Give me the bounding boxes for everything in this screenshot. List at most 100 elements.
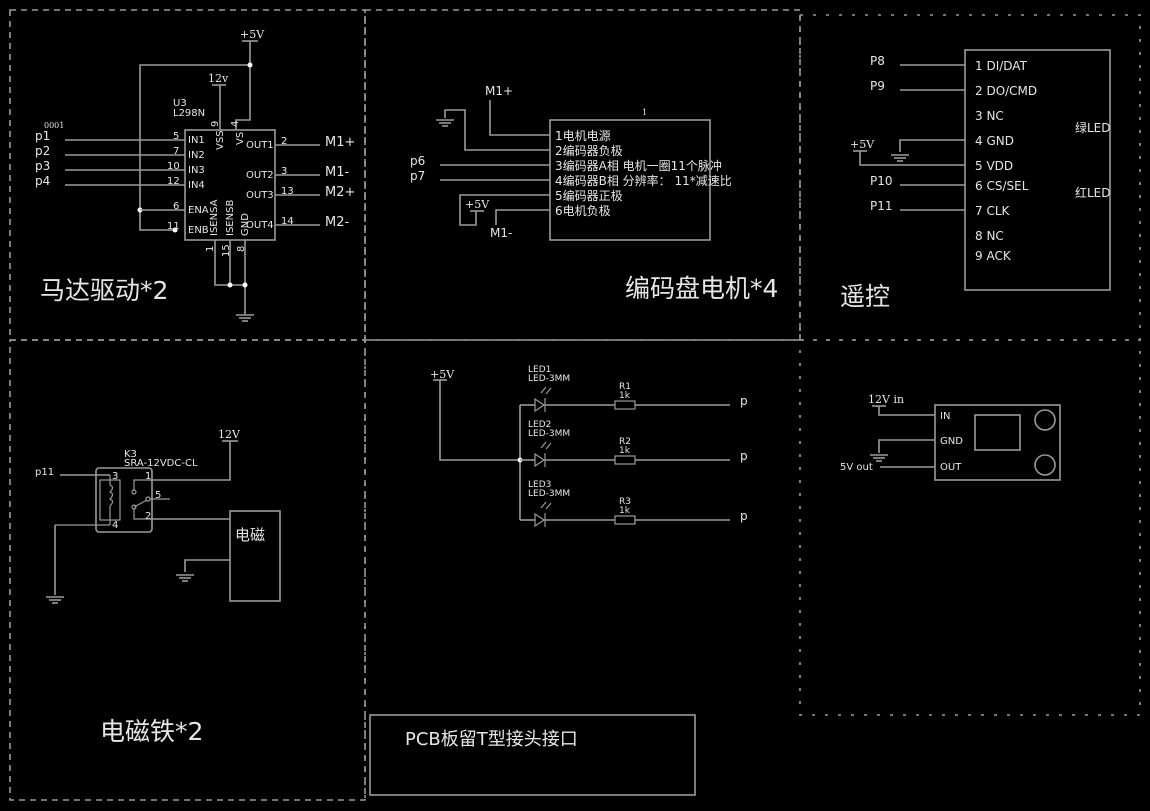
led-row: LED1 LED-3MM R1 1k p [520, 365, 748, 413]
red-led-label: 红LED [1075, 185, 1111, 200]
regulator-module [934, 404, 1061, 481]
net-p1: p1 [35, 129, 50, 143]
led-indicator-section: +5V LED1 LED-3MM R1 1k p [430, 365, 748, 528]
pin-label: 2 DO/CMD [975, 84, 1037, 98]
net-p: p [740, 509, 748, 523]
resistor-value: 1k [619, 391, 631, 401]
net-p: p [740, 394, 748, 408]
junction [172, 227, 178, 233]
junction [242, 282, 248, 288]
pin-name: IN4 [188, 180, 205, 191]
pin-number: 2 [145, 511, 151, 522]
led-part: LED-3MM [528, 429, 570, 439]
net-m2-plus: M2+ [325, 185, 355, 200]
regulator-chip [974, 414, 1021, 451]
pin-number: 14 [281, 216, 294, 227]
pin-number: 2 [281, 136, 287, 147]
pin-label: 1电机电源 [555, 129, 611, 143]
pin-name: ISENSA [209, 199, 220, 236]
pin-name: OUT1 [246, 140, 274, 151]
power-5v-label: +5V [850, 138, 875, 151]
net-m1-plus: M1+ [325, 135, 355, 150]
resistor-icon [614, 515, 636, 525]
pin-name: OUT4 [246, 220, 274, 231]
pin-number: 12 [167, 176, 180, 187]
pin-number: 13 [281, 186, 294, 197]
pin-label: 8 NC [975, 229, 1004, 243]
pin-number: 15 [221, 244, 232, 257]
chip-designator: U3 [173, 98, 187, 109]
resistor-designator: R3 [619, 497, 631, 507]
relay-k3 [55, 467, 170, 533]
net-m2-minus: M2- [325, 215, 349, 230]
remote-title: 遥控 [840, 282, 890, 311]
net-p3: p3 [35, 159, 50, 173]
frame-electromagnet [9, 339, 366, 801]
pin-label: 6电机负极 [555, 204, 611, 218]
net-p11: p11 [35, 467, 54, 478]
junction [247, 62, 253, 68]
pin-number: 11 [167, 221, 180, 232]
regulator-section: 12V in 5V out IN GND OUT [840, 393, 1061, 481]
led-icon [534, 397, 546, 413]
ground-icon [46, 596, 64, 604]
pin-name: VSS [215, 130, 226, 150]
power-5v-label: +5V [430, 368, 455, 381]
pin-name: ISENSB [225, 200, 236, 236]
led-icon [534, 512, 546, 528]
ground-icon [436, 119, 454, 127]
pin-name: OUT2 [246, 170, 274, 181]
pin-label: OUT [940, 462, 962, 473]
green-led-label: 绿LED [1075, 120, 1111, 135]
pcb-note-text: PCB板留T型接头接口 [405, 729, 578, 750]
net-p4: p4 [35, 174, 50, 188]
resistor-designator: R1 [619, 382, 631, 392]
encoder-motor-title: 编码盘电机*4 [625, 274, 778, 303]
encoder-motor-section: 编码盘电机*4 M1+ p6 p7 +5V M1- 1 1电机电源 2编码器负极… [410, 84, 778, 303]
net-p: p [740, 449, 748, 463]
pin-number: 6 [173, 201, 179, 212]
pin-label: 7 CLK [975, 204, 1011, 218]
net-m1-minus: M1- [490, 226, 512, 240]
pin-label: 2编码器负极 [555, 143, 623, 158]
pin-number: 4 [230, 121, 241, 127]
net-p11: P11 [870, 199, 893, 213]
pin-name: IN1 [188, 135, 205, 146]
ground-icon [870, 454, 888, 462]
pin-name: GND [240, 213, 251, 236]
net-m1-plus: M1+ [485, 84, 513, 98]
power-5v-label: +5V [240, 28, 265, 41]
pin-label: 3编码器A相 电机一圈11个脉冲 [555, 158, 722, 173]
pin-label: 6 CS/SEL [975, 179, 1029, 193]
ground-icon [176, 574, 194, 582]
power-12v-label: 12V [218, 428, 241, 441]
pcb-note-box [369, 714, 696, 796]
pin-number: 5 [155, 490, 161, 501]
resistor-icon [614, 455, 636, 465]
pin-name: VS [235, 132, 246, 145]
capacitor-icon [1034, 454, 1056, 476]
capacitor-icon [1034, 409, 1056, 431]
pin-name: OUT3 [246, 190, 274, 201]
frame-encoder-motor [364, 9, 801, 341]
net-p10: P10 [870, 174, 893, 188]
pin-number: 7 [173, 146, 179, 157]
pin-name: IN2 [188, 150, 205, 161]
net-p6: p6 [410, 154, 425, 168]
motor-driver-section: 马达驱动*2 +5V 12v U3 L298N 0001 p1 p2 p3 p4… [35, 28, 355, 322]
pin-name: ENB [188, 225, 209, 236]
pin-number: 3 [112, 471, 118, 482]
net-m1-minus: M1- [325, 165, 349, 180]
pcb-note-section: PCB板留T型接头接口 [369, 714, 696, 796]
pin-label: 4编码器B相 分辨率： 11*减速比 [555, 173, 732, 188]
pin-number: 5 [173, 131, 179, 142]
resistor-icon [614, 400, 636, 410]
led-row: LED3 LED-3MM R3 1k p [520, 480, 748, 528]
led-icon [534, 452, 546, 468]
resistor-value: 1k [619, 506, 631, 516]
resistor-value: 1k [619, 446, 631, 456]
chip-part: L298N [173, 108, 205, 119]
pin-number: 1 [205, 246, 216, 252]
pin-number: 9 [210, 121, 221, 127]
